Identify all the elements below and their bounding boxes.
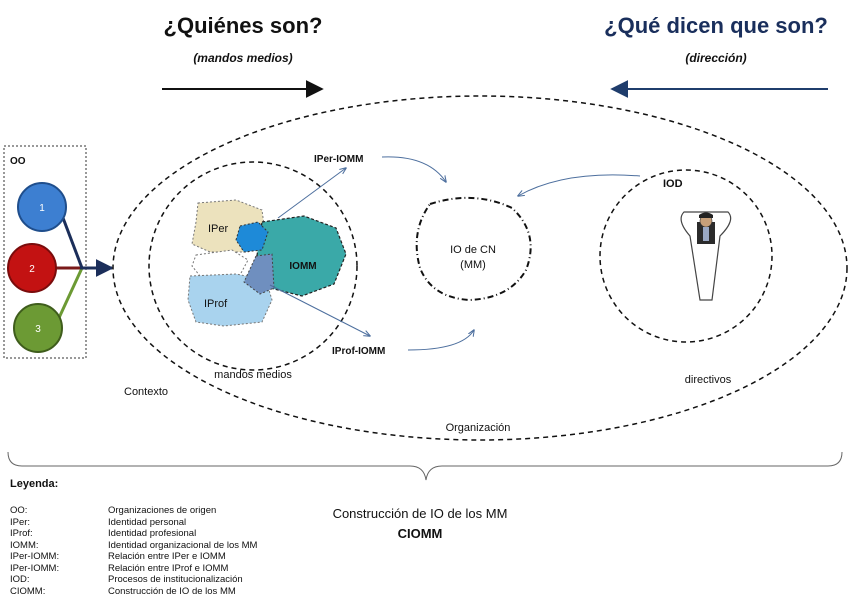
legend-abbr: CIOMM: xyxy=(10,585,46,597)
connector-3 xyxy=(56,267,84,321)
left-title: ¿Quiénes son? xyxy=(164,13,323,38)
right-subtitle: (dirección) xyxy=(685,51,746,65)
legend-row: IOD: Procesos de institucionalización xyxy=(10,574,257,586)
legend-abbr: IOMM: xyxy=(10,539,39,551)
construction-title: Construcción de IO de los MM xyxy=(332,506,508,521)
legend-abbr: IPer: xyxy=(10,516,31,528)
legend-desc: Organizaciones de origen xyxy=(108,505,217,516)
organization-ellipse xyxy=(112,95,848,441)
left-subtitle: (mandos medios) xyxy=(193,51,292,65)
contexto-label: Contexto xyxy=(124,386,168,398)
legend-abbr: IPer-IOMM: xyxy=(10,551,60,562)
legend-desc: Relación entre IPer e IOMM xyxy=(108,551,226,562)
directivos-circle xyxy=(599,169,773,343)
construction-abbr: CIOMM xyxy=(397,526,443,541)
iper-iomm-line xyxy=(277,168,346,219)
circle-2 xyxy=(7,243,57,293)
circle-1 xyxy=(17,182,67,232)
organization-label: Organización xyxy=(446,422,511,434)
overlap-blob xyxy=(243,253,275,295)
legend-row: IProf: Identidad profesional xyxy=(10,528,257,540)
connector-1 xyxy=(58,209,84,269)
iprof-iomm-curve xyxy=(407,330,474,351)
circle-3 xyxy=(13,303,63,353)
circle-1-label: 1 xyxy=(39,203,45,214)
circle-2-label: 2 xyxy=(29,264,35,275)
legend: OO: Organizaciones de origen IPer: Ident… xyxy=(10,505,257,597)
legend-desc: Identidad personal xyxy=(108,516,187,528)
iper-iomm-curve xyxy=(381,156,446,182)
legend-row: CIOMM: Construcción de IO de los MM xyxy=(10,586,257,598)
iper-iomm-label: IPer-IOMM xyxy=(314,154,363,165)
iomm-blob xyxy=(255,215,347,297)
legend-desc: Construcción de IO de los MM xyxy=(108,585,236,597)
legend-abbr: IPer-IOMM: xyxy=(10,562,60,574)
mandos-medios-label: mandos medios xyxy=(214,369,292,381)
white-blob xyxy=(191,249,249,277)
iod-label: IOD xyxy=(663,178,683,190)
iomm-label: IOMM xyxy=(289,261,316,272)
oo-label: OO xyxy=(10,156,26,167)
directivos-label: directivos xyxy=(685,374,732,386)
executive-figure xyxy=(680,211,732,301)
legend-row: IPer: Identidad personal xyxy=(10,517,257,529)
iper-iomm-overlap xyxy=(235,221,269,253)
bottom-brace xyxy=(7,451,843,481)
io-center-line1: IO de CN xyxy=(450,244,496,256)
iod-curve xyxy=(518,174,641,196)
legend-row: IPer-IOMM: Relación entre IPer e IOMM xyxy=(10,551,257,563)
legend-row: IOMM: Identidad organizacional de los MM xyxy=(10,540,257,552)
legend-row: OO: Organizaciones de origen xyxy=(10,505,257,517)
legend-abbr: OO: xyxy=(10,505,28,516)
iper-label: IPer xyxy=(208,223,229,235)
legend-abbr: IOD: xyxy=(10,574,30,585)
legend-desc: Relación entre IProf e IOMM xyxy=(108,562,229,574)
legend-title: Leyenda: xyxy=(10,478,59,490)
legend-desc: Identidad organizacional de los MM xyxy=(108,539,258,551)
mandos-medios-circle xyxy=(148,161,358,371)
io-center-line2: (MM) xyxy=(460,259,486,271)
legend-row: IPer-IOMM: Relación entre IProf e IOMM xyxy=(10,563,257,575)
io-center-shape xyxy=(415,196,532,302)
iprof-iomm-line xyxy=(269,284,370,336)
oo-box xyxy=(3,145,87,359)
iprof-iomm-label: IProf-IOMM xyxy=(332,346,385,357)
circle-3-label: 3 xyxy=(35,324,41,335)
right-title: ¿Qué dicen que son? xyxy=(604,13,828,38)
legend-desc: Identidad profesional xyxy=(108,528,197,539)
legend-abbr: IProf: xyxy=(10,528,33,539)
legend-desc: Procesos de institucionalización xyxy=(108,574,243,585)
iprof-label: IProf xyxy=(204,298,228,310)
